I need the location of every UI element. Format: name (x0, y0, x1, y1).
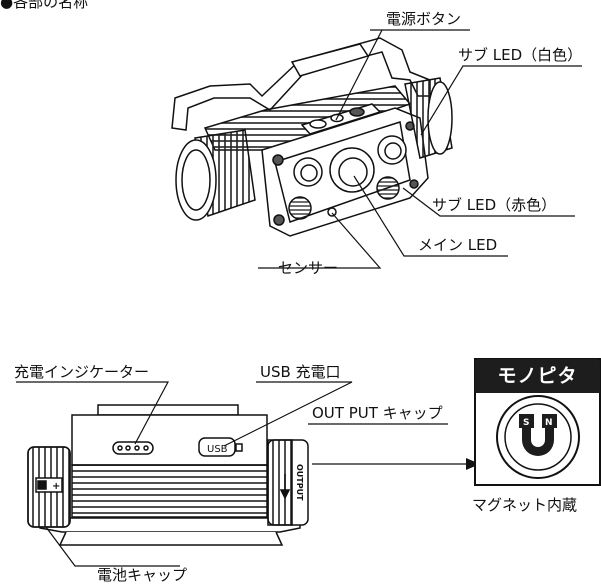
bottom-leader-lines (16, 381, 448, 567)
usb-marking: USB (207, 444, 228, 455)
label-charge-indicator: 充電インジケーター (14, 363, 150, 381)
label-usb-port: USB 充電口 (260, 363, 341, 381)
label-main-led: メイン LED (418, 236, 498, 254)
section-heading: ●各部の名称 (0, 0, 89, 11)
headlamp-perspective (171, 37, 453, 237)
battery-plus-marking: + (52, 481, 60, 492)
output-marking: OUTPUT (295, 464, 304, 501)
label-sensor: センサー (278, 259, 339, 277)
headlamp-front-view (27, 404, 309, 546)
label-output-cap: OUT PUT キャップ (312, 404, 443, 422)
magnet-pole-s: S (523, 418, 529, 428)
top-leader-lines (258, 29, 582, 269)
monopita-badge: モノピタ (475, 359, 600, 393)
label-sub-led-white: サブ LED（白色） (458, 46, 583, 64)
arrow-to-magnet (312, 458, 480, 470)
label-sub-led-red: サブ LED（赤色） (432, 196, 557, 214)
magnet-pole-n: N (545, 418, 553, 428)
label-power-button: 電源ボタン (386, 10, 462, 28)
label-battery-cap: 電池キャップ (97, 566, 188, 584)
magnet-caption: マグネット内蔵 (472, 496, 578, 514)
